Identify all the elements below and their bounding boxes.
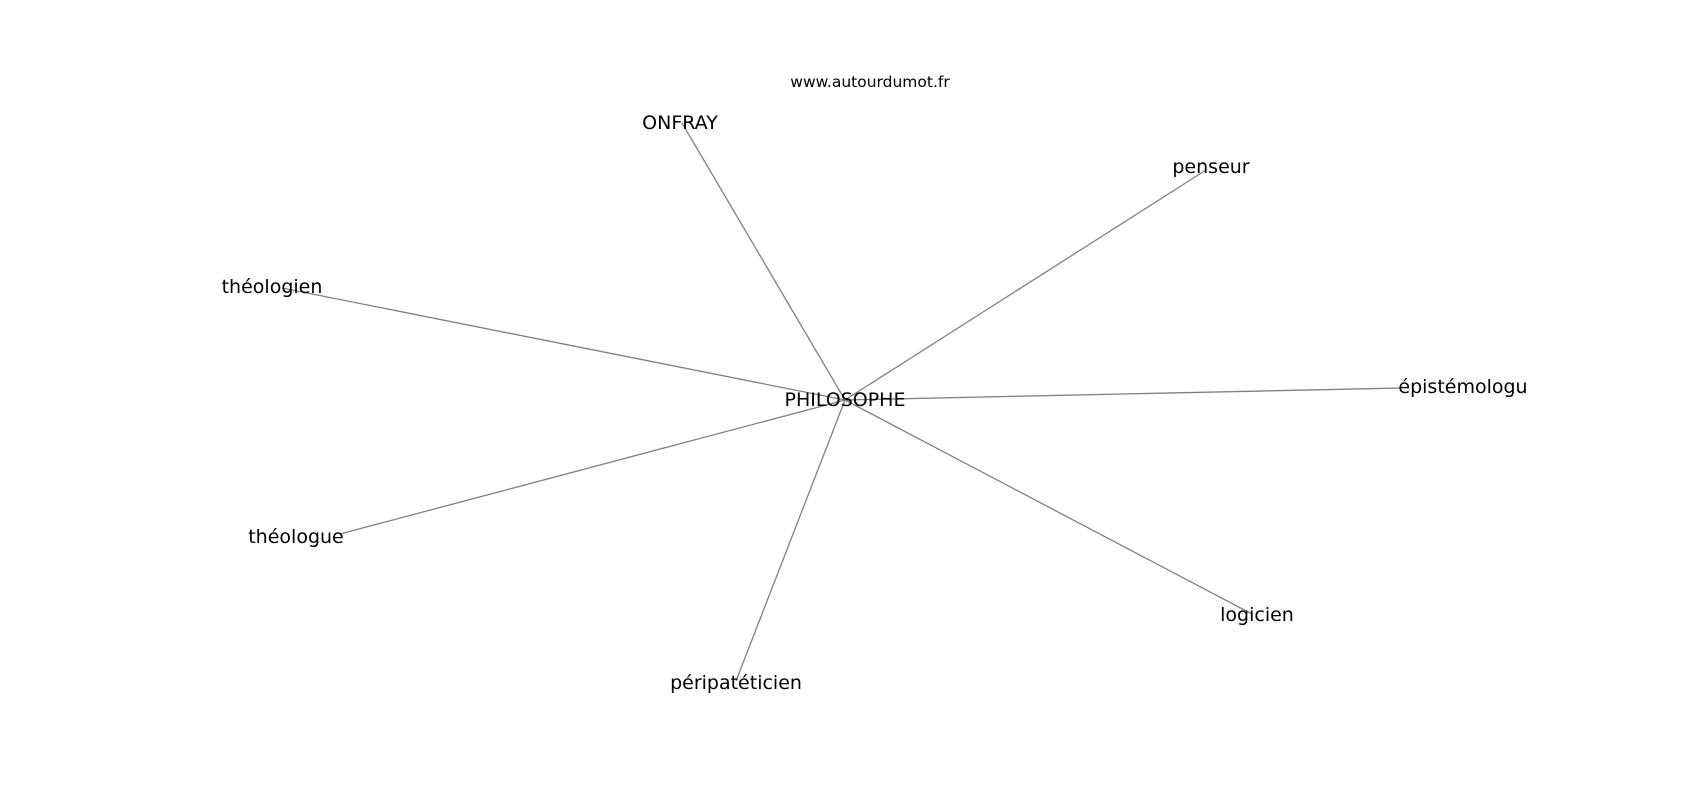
node-label-epistemologu[interactable]: épistémologu: [1398, 376, 1527, 398]
edges-layer: [281, 122, 1401, 682]
edge-center-onfray: [681, 122, 846, 401]
edge-center-theologien: [281, 287, 846, 401]
node-label-center[interactable]: PHILOSOPHE: [785, 389, 906, 411]
edge-center-epistemologu: [844, 387, 1401, 401]
node-label-theologien[interactable]: théologien: [222, 276, 323, 298]
nodes-layer: PHILOSOPHE ONFRAY penseur théologien épistém…: [222, 112, 1528, 694]
node-label-onfray[interactable]: ONFRAY: [642, 112, 718, 134]
edge-center-logicien: [844, 399, 1253, 615]
edge-center-penseur: [844, 169, 1207, 401]
node-label-theologue[interactable]: théologue: [248, 526, 344, 548]
node-label-logicien[interactable]: logicien: [1220, 604, 1294, 626]
edge-center-theologue: [339, 399, 846, 535]
edge-center-peripateticien: [735, 399, 846, 682]
site-watermark: www.autourdumot.fr: [790, 73, 950, 91]
node-label-peripateticien[interactable]: péripatéticien: [670, 672, 802, 694]
node-label-penseur[interactable]: penseur: [1172, 156, 1249, 178]
